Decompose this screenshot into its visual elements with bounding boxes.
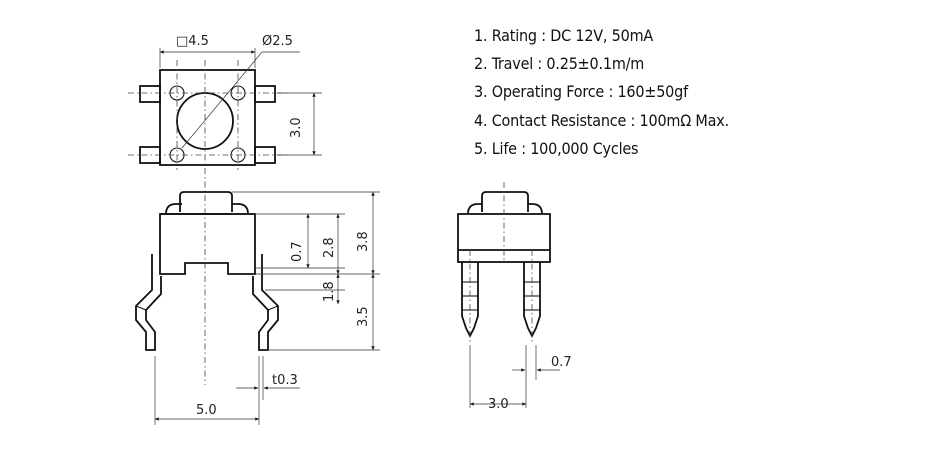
spec-life: 5. Life : 100,000 Cycles (474, 138, 639, 158)
dim-pin-width: 0.7 (551, 355, 572, 370)
dim-gap-1-8: 1.8 (322, 281, 337, 302)
terminal-top-left (139, 85, 161, 103)
side-view: 0.7 3.0 (457, 182, 572, 412)
spec-travel: 2. Travel : 0.25±0.1m/m (474, 54, 645, 74)
dim-leg-3-5: 3.5 (356, 306, 371, 327)
spec-operating-force: 3. Operating Force : 160±50gf (474, 82, 688, 102)
dim-height-3-8: 3.8 (356, 231, 371, 252)
spec-list: 1. Rating : DC 12V, 50mA 2. Travel : 0.2… (474, 22, 729, 163)
front-view: 0.7 2.8 3.8 1.8 3.5 t0.3 5.0 (135, 191, 380, 425)
spec-rating: 1. Rating : DC 12V, 50mA (474, 26, 654, 45)
dim-height-2-8: 2.8 (322, 237, 337, 258)
dim-body-square: □4.5 (176, 34, 209, 49)
dim-pin-spacing-top: 3.0 (289, 117, 304, 138)
dim-stem-0-7: 0.7 (290, 241, 305, 262)
dim-actuator-diameter: Ø2.5 (262, 34, 293, 49)
dim-pin-thickness: t0.3 (272, 373, 298, 388)
spec-contact-resistance: 4. Contact Resistance : 100mΩ Max. (474, 110, 729, 130)
dim-pitch-3-0: 3.0 (488, 397, 509, 412)
switch-body-top (159, 69, 256, 166)
top-view: □4.5 Ø2.5 3.0 (128, 34, 322, 385)
terminal-top-right (254, 85, 276, 103)
dim-pitch-5-0: 5.0 (196, 403, 217, 418)
